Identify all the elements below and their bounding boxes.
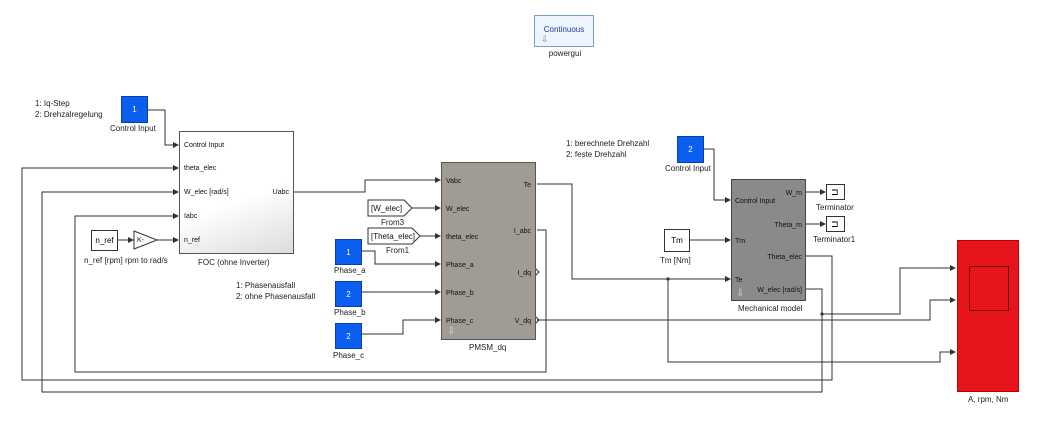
foc-in-theta: theta_elec: [184, 165, 217, 172]
foc-in-control: Control Input: [184, 142, 225, 149]
wire-te-mech: [537, 183, 731, 282]
pmsm-in-phase-c: Phase_c: [446, 318, 474, 325]
scope-label: A, rpm, Nm: [968, 395, 1009, 404]
terminator-icon: ⊐: [831, 187, 839, 197]
wire-welec-foc: [41, 189, 823, 393]
wire-control2-mech: [704, 148, 731, 203]
wire-te-scope: [667, 279, 956, 363]
speed-note-1: 1: berechnete Drehzahl: [566, 139, 650, 148]
pmsm-in-phase-b: Phase_b: [446, 290, 474, 297]
from3-label: From3: [381, 218, 405, 227]
phase-b-value: 2: [346, 289, 351, 299]
foc-label: FOC (ohne Inverter): [198, 258, 270, 267]
pmsm-mask-icon: ⇩: [447, 326, 456, 337]
mech-in-tm: Tm: [735, 238, 746, 245]
pmsm-out-vdq: V_dq: [514, 318, 531, 325]
terminator-block[interactable]: ⊐: [826, 184, 845, 200]
phase-a-block[interactable]: 1: [335, 239, 362, 265]
pmsm-out-iabc: I_abc: [513, 228, 531, 235]
phase-note-2: 2: ohne Phasenausfall: [236, 292, 316, 301]
mech-block[interactable]: Control Input Tm Te W_m Theta_m Theta_el…: [731, 179, 806, 301]
wire-uabc-vabc: [294, 177, 441, 193]
terminator1-icon: ⊐: [831, 219, 839, 229]
powergui-mode: Continuous: [543, 25, 585, 34]
mech-in-control: Control Input: [735, 198, 776, 205]
powergui-arrow-icon: ⇩: [541, 34, 549, 44]
foc-in-welec: W_elec [rad/s]: [184, 189, 229, 196]
from1-label: From1: [386, 246, 410, 255]
phase-note-1: 1: Phasenausfall: [236, 281, 296, 290]
phase-c-block[interactable]: 2: [335, 323, 362, 349]
tm-value: Tm: [671, 236, 683, 245]
foc-in-nref: n_ref: [184, 237, 200, 244]
control-note-1: 1: Iq-Step: [35, 99, 70, 108]
phase-a-value: 1: [346, 247, 351, 257]
pmsm-in-theta: theta_elec: [446, 234, 479, 241]
pmsm-in-vabc: Vabc: [446, 178, 462, 185]
control-input-1-label: Control Input: [110, 124, 156, 133]
n-ref-label: n_ref [rpm]: [84, 256, 123, 265]
control-input-2-value: 2: [688, 145, 693, 154]
gain-label: rpm to rad/s: [125, 256, 168, 265]
n-ref-block[interactable]: n_ref: [91, 230, 118, 251]
scope-block[interactable]: [957, 240, 1019, 392]
tm-block[interactable]: Tm: [664, 229, 690, 252]
pmsm-label: PMSM_dq: [469, 343, 507, 352]
scope-screen-icon: [969, 266, 1009, 311]
pmsm-in-phase-a: Phase_a: [446, 262, 474, 269]
foc-out-uabc: Uabc: [272, 189, 289, 196]
pmsm-in-welec: W_elec: [446, 206, 470, 213]
mech-out-thetam: Theta_m: [774, 222, 802, 229]
powergui-label: powergui: [548, 49, 582, 58]
mech-mask-icon: ⇩: [736, 288, 745, 299]
gain-value: K-: [137, 237, 144, 244]
pmsm-out-idq: I_dq: [517, 270, 531, 277]
mech-in-te: Te: [735, 277, 743, 284]
mech-label: Mechanical model: [738, 304, 803, 313]
wire-welec-scope: [822, 265, 956, 315]
speed-note-2: 2: feste Drehzahl: [566, 150, 627, 159]
mech-out-welec: W_elec [rad/s]: [757, 287, 802, 294]
tm-label: Tm [Nm]: [660, 256, 691, 265]
powergui-block[interactable]: Continuous ⇩: [534, 15, 594, 47]
foc-block[interactable]: Control Input theta_elec W_elec [rad/s] …: [179, 131, 294, 254]
phase-c-label: Phase_c: [333, 351, 365, 360]
phase-b-label: Phase_b: [334, 308, 366, 317]
pmsm-out-te: Te: [523, 182, 531, 189]
from1-tag: [Theta_elec]: [371, 231, 416, 241]
terminator1-label: Terminator1: [813, 235, 856, 244]
wire-phase-c: [362, 317, 441, 335]
phase-c-value: 2: [346, 331, 351, 341]
wire-phase-a: [362, 250, 441, 267]
terminator1-block[interactable]: ⊐: [826, 216, 845, 232]
phase-b-block[interactable]: 2: [335, 281, 362, 307]
wire-thetaelec-foc: [21, 165, 833, 381]
wire-vdq-scope: [537, 297, 956, 321]
control-input-1-block[interactable]: 1: [121, 96, 148, 123]
control-input-1-value: 1: [132, 105, 137, 114]
control-input-2-block[interactable]: 2: [677, 136, 704, 163]
phase-a-label: Phase_a: [334, 266, 366, 275]
pmsm-block[interactable]: Vabc W_elec theta_elec Phase_a Phase_b P…: [441, 162, 536, 340]
wire-iabc-foc: [74, 213, 547, 373]
control-note-2: 2: Drehzalregelung: [35, 110, 103, 119]
n-ref-value: n_ref: [95, 236, 114, 245]
mech-out-thetaelec: Theta_elec: [767, 254, 802, 261]
foc-in-iabc: Iabc: [184, 213, 198, 220]
wire-control-foc: [148, 109, 179, 148]
terminator-label: Terminator: [816, 203, 854, 212]
mech-out-wm: W_m: [785, 190, 802, 197]
control-input-2-label: Control Input: [665, 164, 711, 173]
from3-tag: [W_elec]: [371, 203, 403, 213]
